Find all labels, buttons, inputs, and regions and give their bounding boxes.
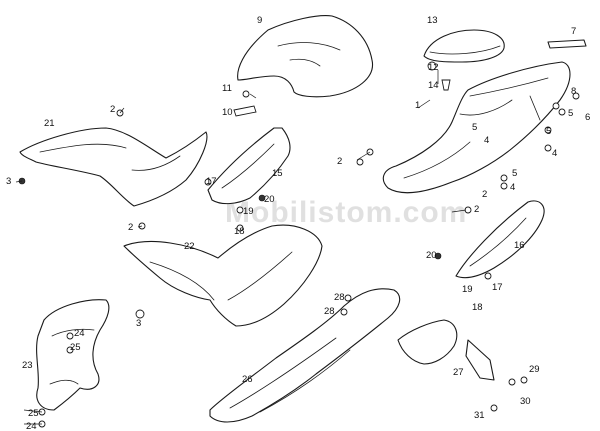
- label-6: 6: [585, 112, 590, 123]
- label-19b: 19: [462, 284, 473, 295]
- label-4c: 4: [510, 182, 515, 193]
- part-21-side-panel: [19, 127, 208, 207]
- label-19a: 19: [243, 206, 254, 217]
- label-20a: 20: [264, 194, 275, 205]
- part-27-plate-holder: [397, 319, 495, 381]
- part-7-emblem: [547, 39, 587, 49]
- part-9-seat-cowl: [237, 15, 374, 98]
- label-11: 11: [222, 83, 232, 94]
- label-9: 9: [257, 15, 262, 26]
- label-21: 21: [44, 118, 55, 129]
- label-25a: 25: [70, 342, 81, 353]
- label-5b: 5: [546, 126, 551, 137]
- label-5c: 5: [512, 168, 517, 179]
- label-10: 10: [222, 107, 233, 118]
- label-7: 7: [571, 26, 576, 37]
- part-26-undertray: [209, 288, 401, 423]
- label-17a: 17: [206, 176, 217, 187]
- label-5a: 5: [472, 122, 477, 133]
- label-29: 29: [529, 364, 540, 375]
- label-28b: 28: [324, 306, 335, 317]
- watermark-text: Mobilistom.com: [225, 196, 467, 229]
- label-18b: 18: [472, 302, 483, 313]
- part-22-lower-fairing: [123, 224, 323, 327]
- label-14: 14: [428, 80, 439, 91]
- label-12: 12: [428, 62, 439, 73]
- part-13-pillion-seat: [423, 29, 505, 63]
- label-3a: 3: [6, 176, 11, 187]
- label-3b: 3: [136, 318, 141, 329]
- label-2c: 2: [482, 189, 487, 200]
- label-16: 16: [514, 240, 525, 251]
- part-16-side-cover: [455, 200, 545, 279]
- part-23-rear-mudguard: [36, 299, 110, 411]
- label-28a: 28: [334, 292, 345, 303]
- label-24b: 24: [26, 421, 37, 431]
- label-2e: 2: [128, 222, 133, 233]
- label-26: 26: [242, 374, 253, 385]
- label-24a: 24: [74, 328, 85, 339]
- label-5d: 5: [568, 108, 573, 119]
- hardware-screws-and-nuts: [18, 61, 580, 428]
- label-1: 1: [415, 100, 420, 111]
- label-17b: 17: [492, 282, 503, 293]
- label-27: 27: [453, 367, 464, 378]
- leader-lines: [15, 70, 467, 425]
- label-2a: 2: [110, 104, 115, 115]
- label-31: 31: [474, 410, 485, 421]
- label-18a: 18: [234, 226, 245, 237]
- label-23: 23: [22, 360, 33, 371]
- label-4a: 4: [484, 135, 489, 146]
- label-15: 15: [272, 168, 283, 179]
- label-2b: 2: [337, 156, 342, 167]
- part-15-bracket: [207, 127, 291, 205]
- label-25b: 25: [28, 408, 39, 419]
- part-1-tail-fairing: [382, 61, 571, 194]
- label-8: 8: [571, 86, 576, 97]
- label-2d: 2: [474, 204, 479, 215]
- label-13: 13: [427, 15, 438, 26]
- callout-labels: 1 2 2 2 2 2 3 3 4 4 4 5 5 5 5 6 7 8 9 10…: [6, 15, 590, 431]
- label-4b: 4: [552, 148, 557, 159]
- label-30: 30: [520, 396, 531, 407]
- label-22: 22: [184, 241, 195, 252]
- label-20b: 20: [426, 250, 437, 261]
